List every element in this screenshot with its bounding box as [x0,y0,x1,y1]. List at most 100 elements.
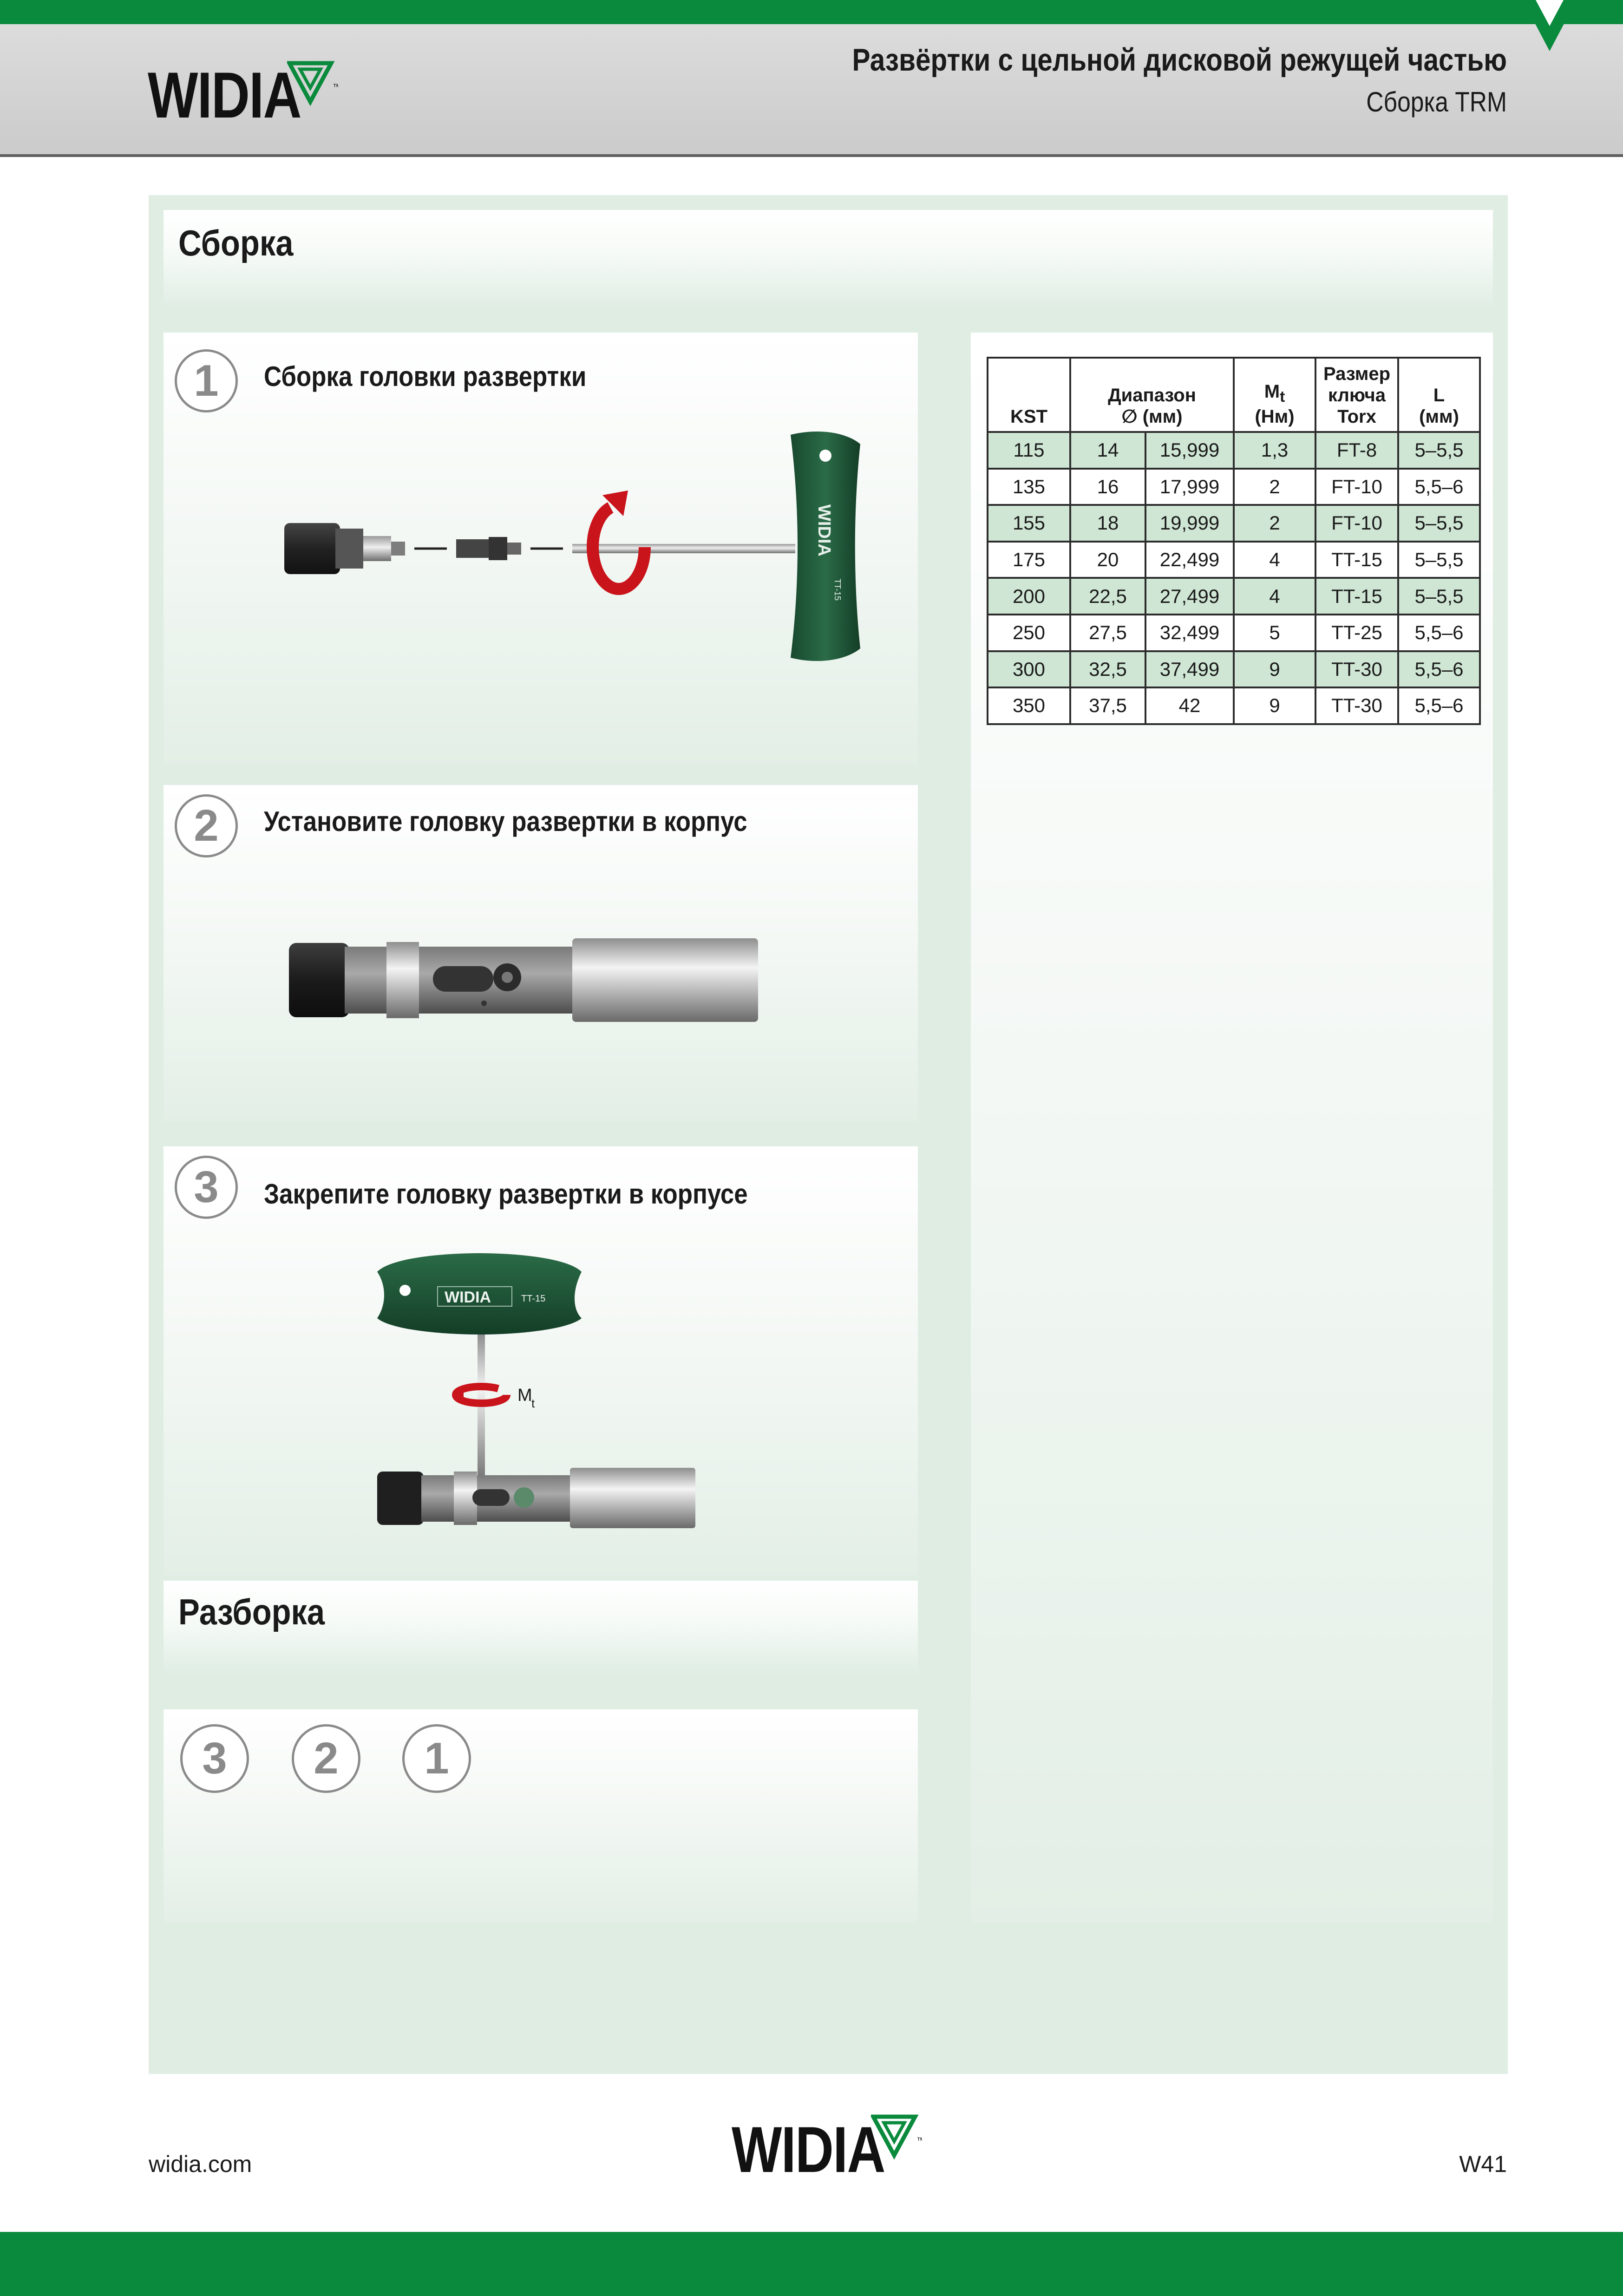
cell-d-min: 16 [1069,467,1146,506]
col-header-key: Размер ключа Torx [1315,357,1399,433]
reamer-head-assembly-illustration: WIDIA TT-15 [284,431,860,661]
cell-mt: 4 [1233,577,1316,615]
page-title: Развёртки с цельной дисковой режущей час… [852,42,1507,78]
cell-l: 5,5–6 [1397,687,1481,725]
step-3-number: 3 [175,1156,238,1219]
cell-key: FT-8 [1315,431,1399,470]
cell-key: TT-25 [1315,613,1399,652]
assembly-heading: Сборка [178,222,294,263]
step-2-title: Установите головку развертки в корпус [264,806,747,837]
key-header-line2: ключа [1328,385,1386,406]
cell-d-min: 22,5 [1069,577,1146,615]
spec-table: KST Диапазон ∅ (мм) Mt (Нм) Размер ключа… [987,357,1481,725]
step-2-panel: 2 Установите головку развертки в корпус [164,785,918,1122]
header-band [0,24,1623,157]
torque-label: M [517,1386,532,1405]
cell-d-min: 14 [1069,431,1146,470]
table-row: 350 37,5 42 9 TT-30 5,5–6 [987,687,1481,725]
table-row: 135 16 17,999 2 FT-10 5,5–6 [987,467,1481,506]
mt-header-sub: t [1280,388,1285,406]
cell-mt: 5 [1233,613,1316,652]
range-header-line2: ∅ (мм) [1121,406,1183,427]
cell-l: 5–5,5 [1397,431,1481,470]
disassembly-step-1: 1 [402,1724,471,1793]
cell-d-max: 19,999 [1145,504,1235,543]
cell-kst: 300 [987,650,1071,689]
cell-kst: 175 [987,540,1071,579]
key-header-line1: Размер [1323,364,1391,384]
footer-website-link[interactable]: widia.com [149,2151,252,2177]
cell-key: FT-10 [1315,467,1399,506]
cell-l: 5–5,5 [1397,577,1481,615]
cell-mt: 2 [1233,467,1316,506]
reamer-body-illustration [289,938,758,1022]
cell-key: TT-30 [1315,650,1399,689]
cell-mt: 9 [1233,650,1316,689]
step-1-title: Сборка головки развертки [264,361,587,392]
footer-logo: WIDIA ™ [732,2113,922,2186]
cell-kst: 155 [987,504,1071,543]
col-header-kst: KST [987,357,1071,433]
cell-l: 5–5,5 [1397,540,1481,579]
logo-wordmark: WIDIA [148,59,301,131]
cell-mt: 9 [1233,687,1316,725]
wrench-size-label: TT-15 [833,579,842,601]
step-2-number: 2 [175,794,238,857]
cell-d-max: 37,499 [1145,650,1235,689]
cell-kst: 135 [987,467,1071,506]
wrench-brand-label: WIDIA [814,504,834,556]
mt-header-unit: (Нм) [1255,406,1295,427]
cell-d-min: 37,5 [1069,687,1146,725]
header-logo: WIDIA ™ [148,59,338,131]
wrench-brand-label-2: WIDIA [445,1289,491,1306]
svg-text:™: ™ [916,2136,922,2145]
corner-triangle-inner [1536,0,1564,26]
disassembly-panel: 3 2 1 [164,1709,918,1923]
table-row: 175 20 22,499 4 TT-15 5–5,5 [987,540,1481,579]
footer-logo-wordmark: WIDIA [732,2113,885,2186]
disassembly-section-header: Разборка [164,1581,918,1676]
wrench-size-label-2: TT-15 [521,1294,545,1304]
step-1-number: 1 [175,349,238,412]
cell-d-max: 22,499 [1145,540,1235,579]
cell-key: FT-10 [1315,504,1399,543]
col-header-l: L (мм) [1397,357,1481,433]
cell-d-min: 27,5 [1069,613,1146,652]
cell-kst: 200 [987,577,1071,615]
range-header-line1: Диапазон [1108,385,1196,406]
cell-d-max: 27,499 [1145,577,1235,615]
torque-label-sub: t [531,1396,535,1410]
cell-l: 5,5–6 [1397,467,1481,506]
table-header-row: KST Диапазон ∅ (мм) Mt (Нм) Размер ключа… [987,357,1481,433]
col-header-range: Диапазон ∅ (мм) [1069,357,1235,433]
cell-d-min: 18 [1069,504,1146,543]
cell-d-max: 42 [1145,687,1235,725]
table-row: 115 14 15,999 1,3 FT-8 5–5,5 [987,431,1481,470]
table-row: 200 22,5 27,499 4 TT-15 5–5,5 [987,577,1481,615]
cell-mt: 2 [1233,504,1316,543]
cell-d-min: 20 [1069,540,1146,579]
cell-d-min: 32,5 [1069,650,1146,689]
table-row: 300 32,5 37,499 9 TT-30 5,5–6 [987,650,1481,689]
assembly-section-header: Сборка [164,210,1493,310]
cell-kst: 350 [987,687,1071,725]
cell-kst: 115 [987,431,1071,470]
l-header-line2: (мм) [1419,406,1459,427]
cell-mt: 1,3 [1233,431,1316,470]
cell-l: 5,5–6 [1397,613,1481,652]
tightening-illustration: WIDIA TT-15 M t [377,1253,695,1528]
page-subtitle: Сборка TRM [1366,86,1507,118]
cell-key: TT-30 [1315,687,1399,725]
disassembly-step-2: 2 [292,1724,360,1793]
cell-d-max: 32,499 [1145,613,1235,652]
disassembly-heading: Разборка [178,1591,325,1632]
cell-d-max: 17,999 [1145,467,1235,506]
cell-mt: 4 [1233,540,1316,579]
key-header-line3: Torx [1337,406,1376,427]
cell-key: TT-15 [1315,540,1399,579]
page-number: W41 [1459,2151,1507,2177]
top-brand-bar [0,0,1623,24]
step-3-panel: 3 Закрепите головку развертки в корпусе … [164,1146,918,1576]
svg-text:™: ™ [333,82,338,92]
cell-d-max: 15,999 [1145,431,1235,470]
